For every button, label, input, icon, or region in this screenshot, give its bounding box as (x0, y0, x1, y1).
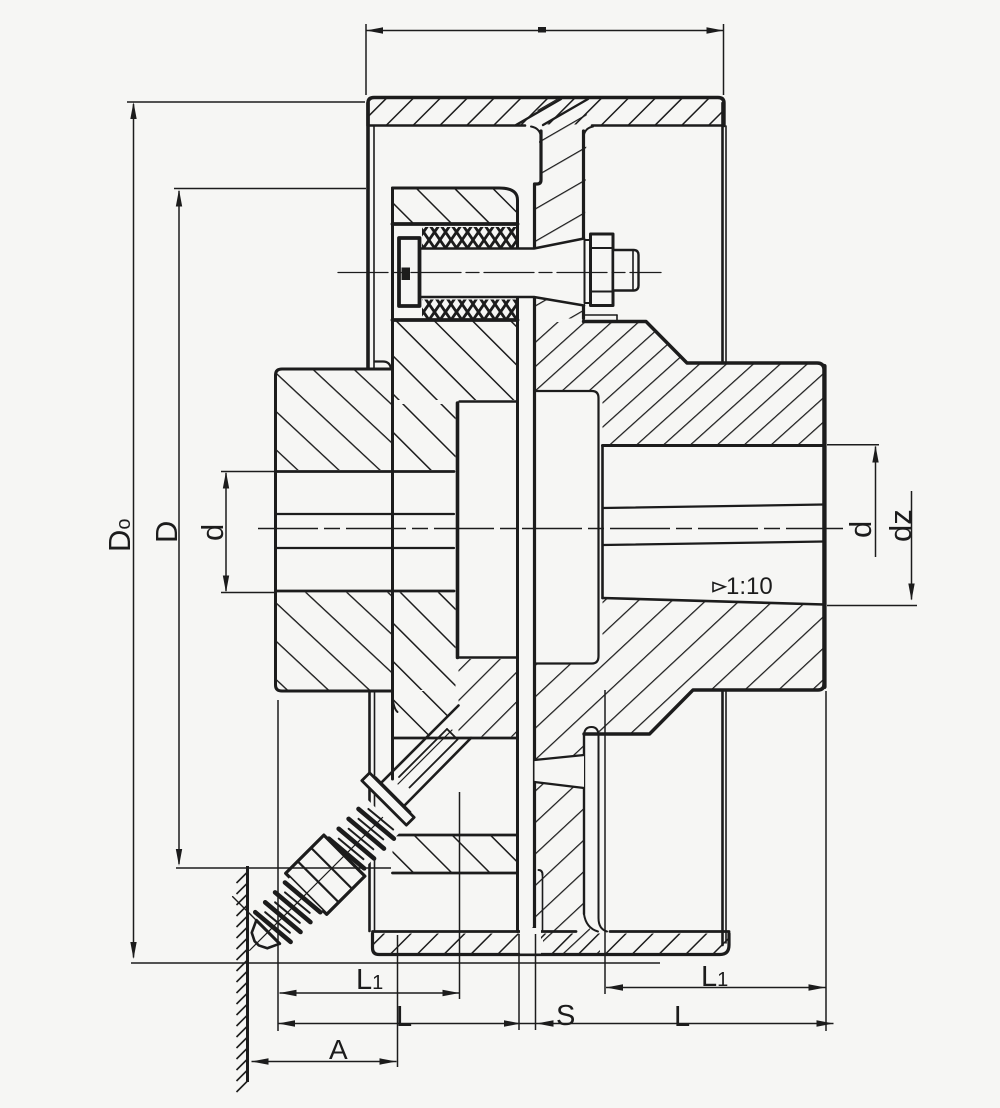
svg-text:A: A (329, 1034, 348, 1065)
svg-text:D: D (149, 521, 184, 543)
svg-text:L1: L1 (356, 964, 383, 996)
svg-text:Do: Do (102, 518, 137, 552)
svg-text:d: d (195, 524, 230, 541)
svg-text:d: d (843, 521, 878, 538)
svg-text:S: S (556, 1000, 575, 1032)
svg-text:1:10: 1:10 (726, 573, 773, 600)
svg-text:dz: dz (883, 509, 918, 542)
svg-text:L: L (396, 1001, 412, 1033)
svg-text:L: L (674, 1001, 690, 1033)
svg-text:L1: L1 (701, 961, 728, 993)
